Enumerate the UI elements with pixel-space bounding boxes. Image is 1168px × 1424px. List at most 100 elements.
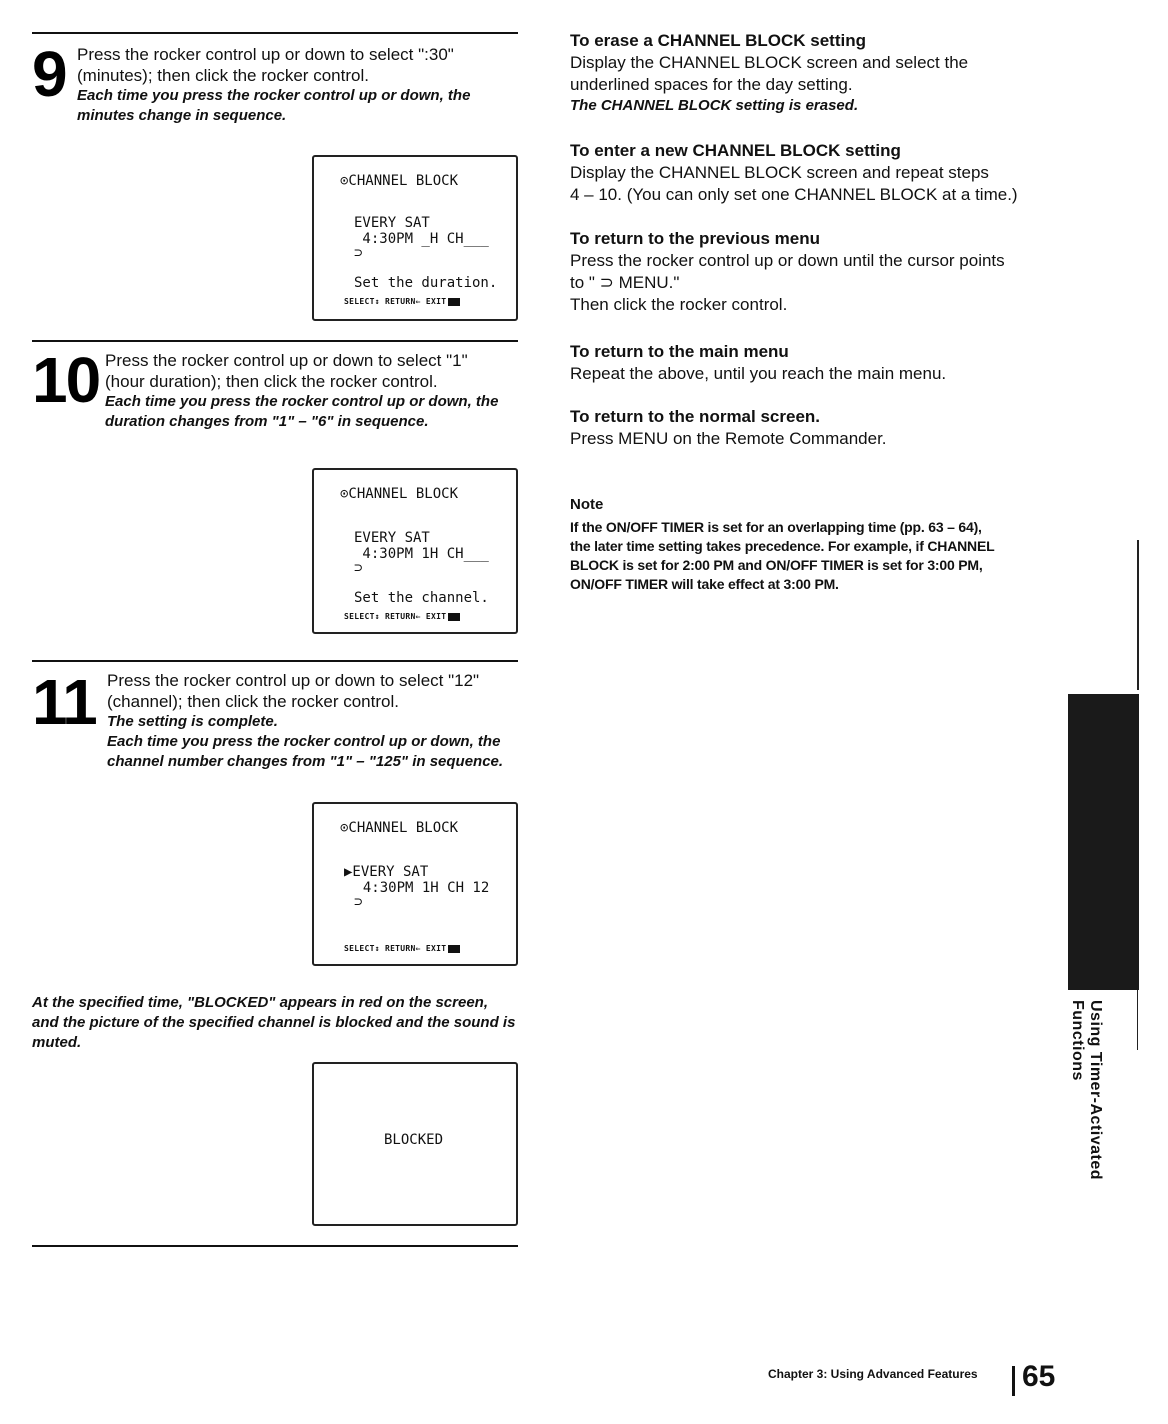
select-label: SELECT	[344, 612, 375, 621]
chapter-tab	[1068, 694, 1139, 990]
blocked-line: At the specified time, "BLOCKED" appears…	[32, 994, 488, 1011]
note-line: ON/OFF TIMER will take effect at 3:00 PM…	[570, 576, 839, 592]
section-heading: To enter a new CHANNEL BLOCK setting	[570, 141, 901, 160]
previous-menu-section: To return to the previous menu Press the…	[570, 228, 1090, 316]
chapter-footer: Chapter 3: Using Advanced Features	[768, 1367, 978, 1381]
blocked-description: At the specified time, "BLOCKED" appears…	[32, 993, 532, 1053]
step-number: 10	[32, 344, 101, 416]
normal-screen-section: To return to the normal screen. Press ME…	[570, 406, 1090, 450]
footer-divider	[1012, 1366, 1015, 1396]
margin-line	[1137, 540, 1139, 690]
step-text: Press the rocker control up or down to s…	[77, 44, 470, 126]
select-label: SELECT	[344, 944, 375, 953]
section-heading: To return to the main menu	[570, 342, 789, 361]
section-heading: To return to the previous menu	[570, 229, 820, 248]
step-number: 11	[32, 666, 98, 738]
osd-footer: SELECT↕ RETURN⇐ EXIT	[344, 944, 461, 953]
step-text: Press the rocker control up or down to s…	[105, 350, 498, 432]
rocker-icon: ↕	[374, 297, 380, 306]
osd-title: ⊙CHANNEL BLOCK	[340, 173, 459, 189]
section-line: 4 – 10. (You can only set one CHANNEL BL…	[570, 185, 1018, 204]
step-line: (hour duration); then click the rocker c…	[105, 372, 438, 391]
osd-line: EVERY SAT	[354, 530, 430, 546]
step-note: Each time you press the rocker control u…	[77, 87, 471, 104]
note-line: If the ON/OFF TIMER is set for an overla…	[570, 519, 982, 535]
exit-label: EXIT	[425, 297, 447, 306]
osd-line: 4:30PM 1H CH___	[354, 546, 489, 562]
osd-footer: SELECT↕ RETURN⇐ EXIT	[344, 297, 461, 306]
step-note: Each time you press the rocker control u…	[107, 733, 501, 750]
osd-title: ⊙CHANNEL BLOCK	[340, 486, 459, 502]
chapter-tab-label: Using Timer-Activated Functions	[1069, 1000, 1104, 1181]
section-result: The CHANNEL BLOCK setting is erased.	[570, 97, 859, 114]
section-line: underlined spaces for the day setting.	[570, 75, 853, 94]
return-label: RETURN	[384, 612, 416, 621]
osd-screen-step-11: ⊙CHANNEL BLOCK ▶EVERY SAT 4:30PM 1H CH 1…	[312, 802, 518, 966]
step-note: Each time you press the rocker control u…	[105, 393, 499, 410]
step-text: Press the rocker control up or down to s…	[107, 670, 503, 772]
osd-line: EVERY SAT	[354, 215, 430, 231]
step-note: duration changes from "1" – "6" in seque…	[105, 413, 429, 430]
section-line: Repeat the above, until you reach the ma…	[570, 364, 947, 383]
blocked-line: muted.	[32, 1034, 82, 1051]
menu-button-icon	[448, 612, 461, 621]
section-line: Display the CHANNEL BLOCK screen and sel…	[570, 53, 969, 72]
new-setting-section: To enter a new CHANNEL BLOCK setting Dis…	[570, 140, 1090, 206]
osd-footer: SELECT↕ RETURN⇐ EXIT	[344, 612, 461, 621]
return-arrow-icon: ⇐	[415, 612, 421, 621]
page-number: 65	[1022, 1360, 1056, 1393]
step-number: 9	[32, 38, 68, 110]
osd-message: Set the duration.	[354, 275, 498, 291]
blocked-text: BLOCKED	[384, 1132, 444, 1148]
step-line: (channel); then click the rocker control…	[107, 692, 399, 711]
menu-button-icon	[448, 297, 461, 306]
osd-cursor: ⊃	[354, 245, 363, 261]
bottom-rule	[32, 1245, 518, 1247]
osd-line: ▶EVERY SAT	[344, 864, 429, 880]
rocker-icon: ↕	[374, 612, 380, 621]
exit-label: EXIT	[425, 944, 447, 953]
select-label: SELECT	[344, 297, 375, 306]
section-line: Press MENU on the Remote Commander.	[570, 429, 887, 448]
section-line: Press the rocker control up or down unti…	[570, 251, 1005, 270]
return-label: RETURN	[384, 297, 416, 306]
section-heading: To return to the normal screen.	[570, 407, 821, 426]
step-note: minutes change in sequence.	[77, 107, 287, 124]
return-arrow-icon: ⇐	[415, 944, 421, 953]
section-rule	[32, 340, 518, 342]
section-line: Display the CHANNEL BLOCK screen and rep…	[570, 163, 989, 182]
exit-label: EXIT	[425, 612, 447, 621]
rocker-icon: ↕	[374, 944, 380, 953]
step-line: Press the rocker control up or down to s…	[105, 351, 468, 370]
osd-title: ⊙CHANNEL BLOCK	[340, 820, 459, 836]
step-note: The setting is complete.	[107, 713, 278, 730]
main-menu-section: To return to the main menu Repeat the ab…	[570, 341, 1090, 385]
osd-line: 4:30PM _H CH___	[354, 231, 489, 247]
return-label: RETURN	[384, 944, 416, 953]
osd-screen-step-10: ⊙CHANNEL BLOCK EVERY SAT 4:30PM 1H CH___…	[312, 468, 518, 634]
step-11: 11 Press the rocker control up or down t…	[32, 670, 522, 780]
step-line: Press the rocker control up or down to s…	[77, 45, 454, 64]
osd-cursor: ⊃	[354, 560, 363, 576]
osd-cursor: ⊃	[354, 894, 363, 910]
return-arrow-icon: ⇐	[415, 297, 421, 306]
blocked-line: and the picture of the specified channel…	[32, 1014, 516, 1031]
step-9: 9 Press the rocker control up or down to…	[32, 38, 522, 334]
top-rule	[32, 32, 518, 34]
step-10: 10 Press the rocker control up or down t…	[32, 344, 522, 450]
margin-line	[1137, 990, 1138, 1050]
erase-section: To erase a CHANNEL BLOCK setting Display…	[570, 30, 1090, 116]
step-note: channel number changes from "1" – "125" …	[107, 753, 504, 770]
section-rule	[32, 660, 518, 662]
step-line: (minutes); then click the rocker control…	[77, 66, 369, 85]
section-line: Then click the rocker control.	[570, 295, 788, 314]
menu-button-icon	[448, 944, 461, 953]
step-line: Press the rocker control up or down to s…	[107, 671, 480, 690]
section-heading: To erase a CHANNEL BLOCK setting	[570, 31, 866, 50]
osd-line: 4:30PM 1H CH 12	[346, 880, 490, 896]
note-line: the later time setting takes precedence.…	[570, 538, 995, 554]
osd-screen-step-9: ⊙CHANNEL BLOCK EVERY SAT 4:30PM _H CH___…	[312, 155, 518, 321]
section-line: to " ⊃ MENU."	[570, 273, 680, 292]
osd-message: Set the channel.	[354, 590, 489, 606]
note-line: BLOCK is set for 2:00 PM and ON/OFF TIME…	[570, 557, 983, 573]
